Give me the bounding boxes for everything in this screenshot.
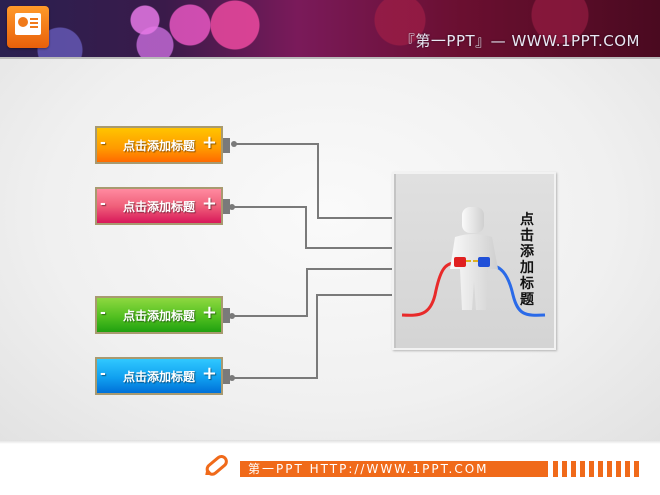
- connector-tab: [223, 369, 230, 384]
- header-banner: 『第一PPT』— WWW.1PPT.COM: [0, 0, 660, 58]
- minus-icon: -: [100, 305, 106, 321]
- panel-title[interactable]: 点击添加标题: [520, 212, 534, 308]
- footer-url: 第一PPT HTTP://WWW.1PPT.COM: [240, 461, 548, 477]
- title-bar-1[interactable]: - 点击添加标题 +: [95, 126, 230, 164]
- connector-tab: [223, 138, 230, 153]
- title-bar-label: 点击添加标题: [122, 138, 195, 153]
- footer-tick-decoration: [553, 461, 639, 477]
- minus-icon: -: [100, 196, 106, 212]
- powerpoint-icon: [7, 6, 49, 48]
- minus-icon: -: [100, 135, 106, 151]
- pencil-icon: [205, 455, 228, 476]
- canvas-divider: [0, 440, 660, 444]
- plus-icon: +: [201, 302, 217, 323]
- connector-tab: [223, 199, 230, 214]
- connector-tab: [223, 308, 230, 323]
- title-bar-label: 点击添加标题: [122, 308, 195, 323]
- plus-icon: +: [201, 363, 217, 384]
- title-bar-label: 点击添加标题: [122, 199, 195, 214]
- plus-icon: +: [201, 132, 217, 153]
- minus-icon: -: [100, 366, 106, 382]
- plus-icon: +: [201, 193, 217, 214]
- title-bar-2[interactable]: - 点击添加标题 +: [95, 187, 230, 225]
- header-title: 『第一PPT』— WWW.1PPT.COM: [399, 32, 640, 50]
- title-bar-4[interactable]: - 点击添加标题 +: [95, 357, 230, 395]
- header-divider: [0, 57, 660, 59]
- title-bar-label: 点击添加标题: [122, 369, 195, 384]
- title-bar-3[interactable]: - 点击添加标题 +: [95, 296, 230, 334]
- person-plugs-illustration: [401, 207, 546, 317]
